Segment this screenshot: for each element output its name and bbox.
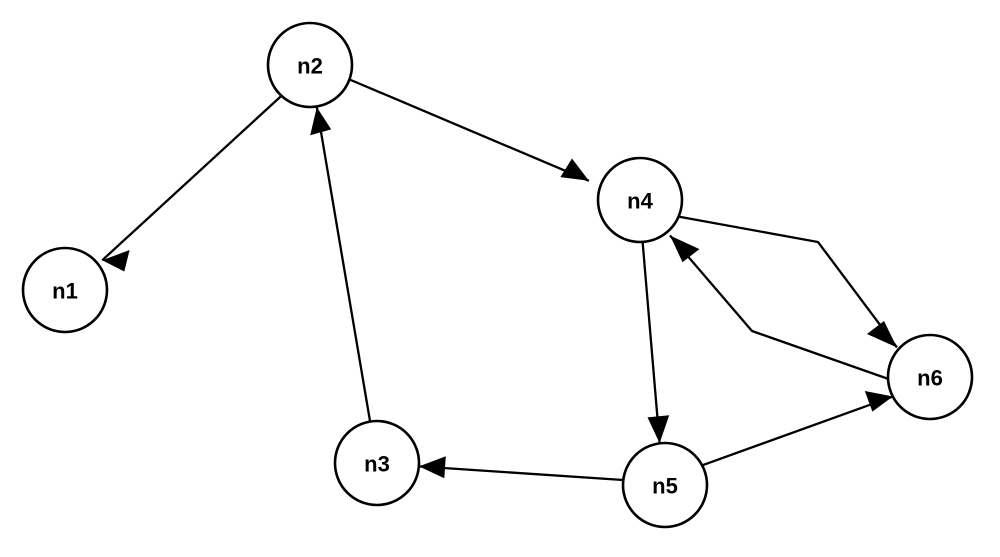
edge-n5-n6-line xyxy=(701,395,894,467)
node-n4[interactable]: n4 xyxy=(596,156,684,244)
node-n5-circle[interactable] xyxy=(621,441,709,529)
node-n3-label: n3 xyxy=(364,452,390,477)
edge-n6-n4[interactable] xyxy=(669,234,889,381)
edge-n2-n4-line xyxy=(349,78,590,182)
node-n4-circle[interactable] xyxy=(596,156,684,244)
edge-n3-n2[interactable] xyxy=(310,106,372,422)
arrowhead-icon xyxy=(670,235,700,263)
arrowhead-icon xyxy=(647,415,670,444)
edge-n4-n5-line xyxy=(641,241,661,444)
edge-n2-n1-hitarea[interactable] xyxy=(102,96,281,260)
edge-n5-n3[interactable] xyxy=(418,456,624,482)
edge-n4-n5-hitarea[interactable] xyxy=(643,242,660,443)
edge-n3-n2-hitarea[interactable] xyxy=(317,107,370,422)
node-n3-circle[interactable] xyxy=(333,419,421,507)
edge-n5-n3-hitarea[interactable] xyxy=(419,466,623,480)
node-n6-circle[interactable] xyxy=(886,333,974,421)
node-n2-circle[interactable] xyxy=(266,21,354,109)
edge-n4-n5[interactable] xyxy=(641,241,670,444)
edge-n6-n4-line xyxy=(669,234,889,381)
node-n6[interactable]: n6 xyxy=(886,333,974,421)
edge-n6-n4-hitarea[interactable] xyxy=(670,236,889,380)
node-n6-label: n6 xyxy=(917,366,943,391)
node-n3[interactable]: n3 xyxy=(333,419,421,507)
edge-n5-n6-hitarea[interactable] xyxy=(702,397,893,466)
edge-n5-n6[interactable] xyxy=(701,391,894,467)
edge-n2-n4[interactable] xyxy=(349,78,590,182)
edge-n4-n6[interactable] xyxy=(679,215,898,349)
arrowhead-icon xyxy=(560,158,589,181)
edges-layer xyxy=(101,78,898,482)
node-n2[interactable]: n2 xyxy=(266,21,354,109)
node-n5[interactable]: n5 xyxy=(621,441,709,529)
edge-n2-n4-hitarea[interactable] xyxy=(350,80,589,181)
edge-n5-n3-line xyxy=(418,465,624,482)
nodes-layer: n1 n2 n3 n4 n5 n6 xyxy=(21,21,974,529)
arrowhead-icon xyxy=(419,456,446,479)
node-n1-circle[interactable] xyxy=(21,246,109,334)
node-n1[interactable]: n1 xyxy=(21,246,109,334)
node-n4-label: n4 xyxy=(627,189,653,214)
node-n5-label: n5 xyxy=(652,474,678,499)
node-n2-label: n2 xyxy=(297,54,323,79)
node-n1-label: n1 xyxy=(52,279,78,304)
arrowhead-icon xyxy=(310,107,332,136)
edge-n2-n1-line xyxy=(101,95,282,262)
edge-n3-n2-line xyxy=(315,106,372,422)
arrowhead-icon xyxy=(867,321,897,348)
arrowhead-icon xyxy=(864,391,893,412)
edge-n4-n6-line xyxy=(679,215,898,349)
edge-n2-n1[interactable] xyxy=(101,95,282,272)
arrowhead-icon xyxy=(102,250,130,272)
